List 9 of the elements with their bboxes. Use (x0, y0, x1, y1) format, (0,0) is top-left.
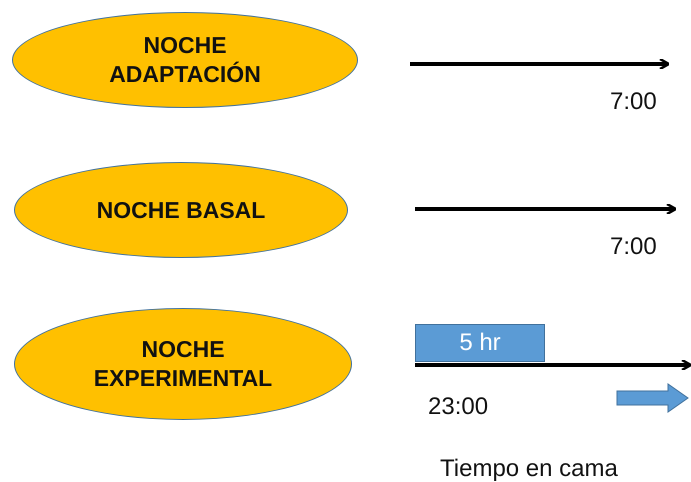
axis-label: Tiempo en cama (440, 455, 618, 482)
node-label: 5 hr (459, 329, 501, 357)
node-label: NOCHE BASAL (96, 196, 266, 224)
time-label: 7:00 (610, 233, 657, 261)
node-label: NOCHE ADAPTACIÓN (108, 31, 262, 89)
time-label: 23:00 (428, 393, 488, 421)
duration-bar (415, 324, 545, 362)
time-label: 7:00 (610, 88, 657, 116)
node-label: NOCHE EXPERIMENTAL (92, 335, 274, 393)
